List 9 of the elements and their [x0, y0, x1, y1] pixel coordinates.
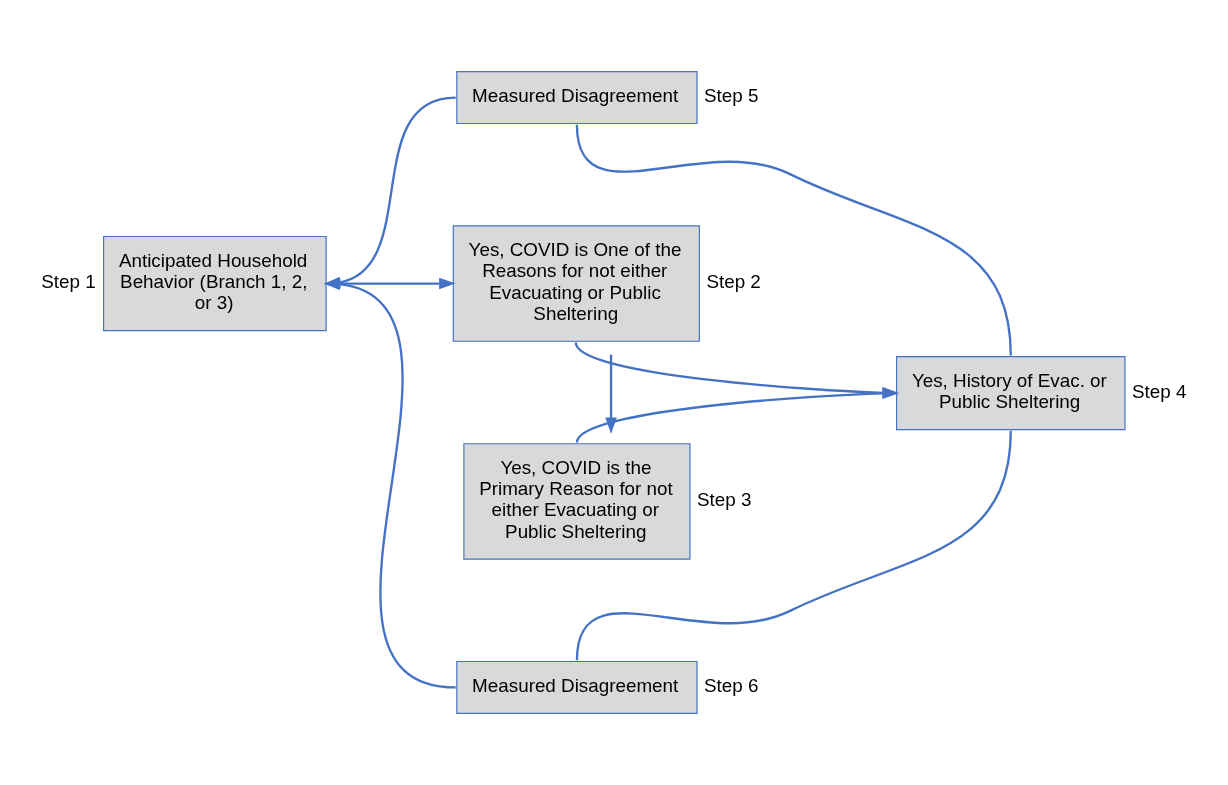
connector	[575, 124, 1012, 356]
node-label: Step 3	[697, 488, 752, 510]
connector	[575, 430, 1012, 661]
node-label: Step 4	[1132, 380, 1187, 402]
node-label: Step 5	[704, 85, 759, 107]
node-label: Step 1	[41, 271, 96, 293]
arrow	[605, 354, 617, 434]
node-label: Step 2	[706, 271, 761, 293]
node-label: Step 6	[704, 674, 759, 696]
